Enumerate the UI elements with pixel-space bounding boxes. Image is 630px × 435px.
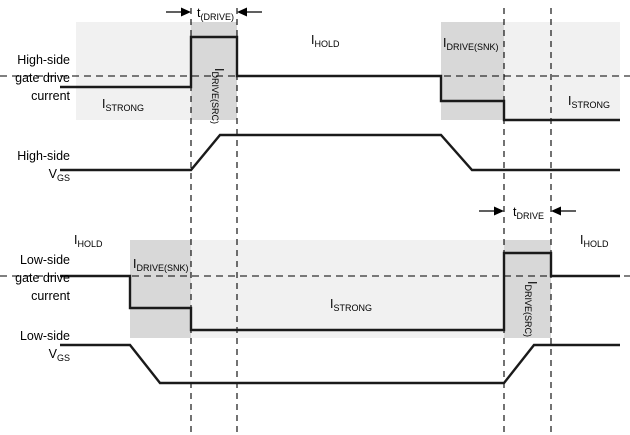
svg-text:gate drive: gate drive [15,271,70,285]
row-label-low-side-vgs: Low-side VGS [20,329,70,363]
label-i-drive-src-ls: IDRIVE(SRC) [523,281,539,337]
row-label-low-side-current: Low-side gate drive current [15,253,70,303]
high-side-vgs-sub-label: VGS [49,167,70,183]
row-label-high-side-vgs: High-side VGS [17,149,70,183]
t-drive-top-label: t(DRIVE) [197,6,234,22]
label-i-drive-snk-hs: IDRIVE(SNK) [443,36,499,52]
waveform-high-side-gate-drive-current [60,35,620,122]
hs-drive-src-band [191,22,237,120]
t-drive-top-left-arrowhead [181,7,191,17]
t-drive-top-right-arrowhead [237,7,247,17]
svg-text:High-side: High-side [17,149,70,163]
waveform-high-side-vgs [60,133,620,172]
svg-text:Low-side: Low-side [20,253,70,267]
label-i-hold-hs-mid: IHOLD [311,33,340,49]
t-drive-bottom-right-arrowhead [551,206,561,216]
label-i-strong-hs-left: ISTRONG [102,97,144,113]
t-drive-bottom-left-arrowhead [494,206,504,216]
t-drive-bottom-dimension: tDRIVE [479,205,576,221]
hs-strong-right-band [504,22,620,120]
svg-text:Low-side: Low-side [20,329,70,343]
label-i-drive-src-hs: IDRIVE(SRC) [210,68,226,124]
waveform-low-side-gate-drive-current [60,251,620,332]
t-drive-bottom-label: tDRIVE [513,205,544,221]
waveform-low-side-vgs [60,343,620,385]
row-label-high-side-current: High-side gate drive current [15,53,70,103]
ls-drive-snk-band [130,240,191,338]
label-i-strong-hs-right: ISTRONG [568,94,610,110]
label-i-strong-ls-mid: ISTRONG [330,297,372,313]
svg-text:current: current [31,289,70,303]
label-i-hold-ls-right: IHOLD [580,233,609,249]
shaded-region-group [76,22,620,338]
ls-drive-src-band [504,240,551,338]
hs-strong-left-band [76,22,191,120]
svg-text:High-side: High-side [17,53,70,67]
hs-drive-snk-band [441,22,504,120]
t-drive-top-dimension: t(DRIVE) [166,6,262,22]
label-i-hold-ls-left: IHOLD [74,233,103,249]
svg-text:gate drive: gate drive [15,71,70,85]
svg-text:current: current [31,89,70,103]
ls-strong-band [191,240,504,338]
low-side-vgs-sub-label: VGS [49,347,70,363]
label-i-drive-snk-ls: IDRIVE(SNK) [133,257,189,273]
